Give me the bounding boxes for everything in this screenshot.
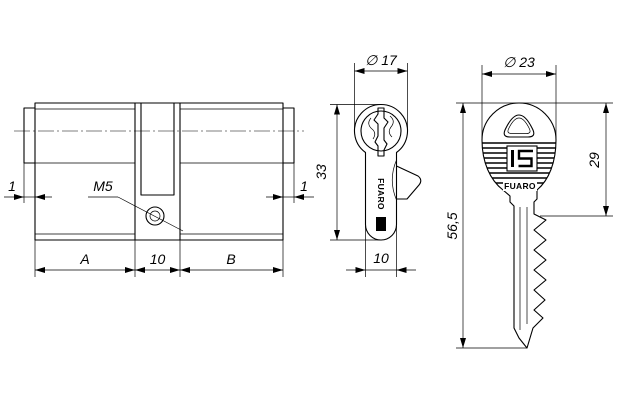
left-plug-face [23, 107, 35, 164]
cam-housing-curve [391, 159, 397, 201]
plug-circle [360, 110, 402, 152]
key-outline [481, 102, 557, 349]
left-face-dim-label: 1 [8, 178, 16, 194]
length565-label: 56,5 [444, 212, 460, 239]
web10-label: 10 [373, 250, 389, 266]
key-brand-background [503, 180, 537, 191]
cylinder-brand-block [376, 217, 386, 231]
key-bow-hole [503, 114, 535, 138]
cam-slot [140, 103, 175, 196]
key-bow-hole-inner [507, 117, 531, 134]
keyway-pin-curve-right [388, 115, 394, 138]
cam-lever [396, 165, 422, 200]
screw-hole-outer [145, 206, 165, 226]
height33-label: 33 [313, 164, 329, 180]
keyway-pin-curve-left [368, 117, 376, 140]
dim-center-label: 10 [150, 251, 166, 267]
screw-hole-inner [149, 210, 161, 222]
bow29-label: 29 [586, 152, 602, 169]
keyway-slot [373, 107, 389, 157]
dia23-label: ∅ 23 [503, 54, 535, 70]
key-brand-text: FUARO [504, 181, 536, 191]
dia17-label: ∅ 17 [365, 52, 398, 68]
key-logo-glyph [517, 149, 533, 168]
dim-b-label: B [226, 251, 235, 267]
cylinder-side-view: M5 1 1 A 10 B [4, 102, 314, 277]
cylinder-front-view: FUARO ∅ 17 33 10 [313, 52, 422, 277]
key-view: FUARO ∅ 23 29 56,5 [444, 54, 613, 349]
dim-a-label: A [79, 251, 89, 267]
screw-leader-line [117, 196, 184, 232]
cylinder-brand-text: FUARO [376, 178, 386, 210]
right-face-dim-label: 1 [300, 178, 308, 194]
key-logo-bar [511, 150, 514, 167]
right-plug-face [283, 107, 295, 164]
screw-thread-label: M5 [93, 178, 113, 194]
